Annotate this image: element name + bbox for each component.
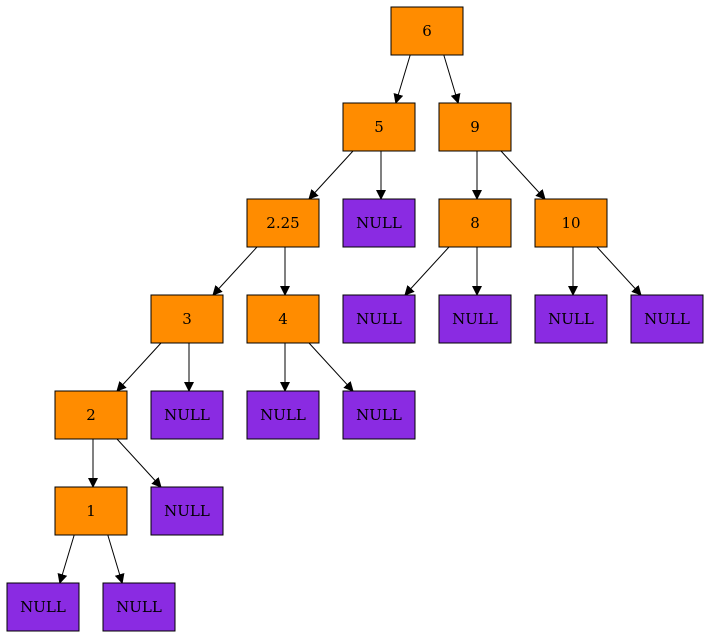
node-box: [342, 390, 416, 440]
node-label: NULL: [164, 502, 210, 520]
node-box: [342, 294, 416, 344]
node-label: 10: [561, 214, 580, 232]
node-label: 5: [374, 118, 384, 136]
node-box: [102, 582, 176, 632]
edge-n10-to-null_10r: [596, 246, 642, 296]
node-label: 1: [86, 502, 96, 520]
node-box: [150, 294, 224, 344]
tree-node-n8: 8: [438, 198, 512, 248]
null-node-null_8l: NULL: [342, 294, 416, 344]
node-box: [390, 6, 464, 56]
node-box: [246, 390, 320, 440]
node-label: 9: [470, 118, 480, 136]
edge-n9-to-n10: [500, 150, 546, 200]
tree-node-n9: 9: [438, 102, 512, 152]
node-box: [6, 582, 80, 632]
node-label: NULL: [356, 406, 402, 424]
node-box: [150, 390, 224, 440]
tree-node-n225: 2.25: [246, 198, 320, 248]
edge-n2-to-null_2r: [116, 438, 162, 488]
tree-node-n2: 2: [54, 390, 128, 440]
node-label: NULL: [644, 310, 690, 328]
node-box: [246, 294, 320, 344]
null-node-null_2r: NULL: [150, 486, 224, 536]
node-box: [438, 294, 512, 344]
node-label: 3: [182, 310, 192, 328]
null-node-null_10r: NULL: [630, 294, 704, 344]
edge-n5-to-n225: [308, 150, 354, 200]
node-label: 2.25: [266, 214, 299, 232]
null-node-null_4l: NULL: [246, 390, 320, 440]
node-box: [438, 198, 512, 248]
node-label: 6: [422, 22, 432, 40]
node-label: 2: [86, 406, 96, 424]
edge-n225-to-n3: [212, 246, 258, 296]
null-node-null_1l: NULL: [6, 582, 80, 632]
node-box: [54, 486, 128, 536]
null-node-null_5r: NULL: [342, 198, 416, 248]
tree-node-n3: 3: [150, 294, 224, 344]
null-node-null_1r: NULL: [102, 582, 176, 632]
node-box: [438, 102, 512, 152]
node-box: [246, 198, 320, 248]
node-label: NULL: [356, 214, 402, 232]
edge-n1-to-null_1l: [57, 534, 75, 584]
node-box: [534, 198, 608, 248]
edge-n6-to-n5: [393, 54, 411, 104]
node-box: [150, 486, 224, 536]
tree-node-n6: 6: [390, 6, 464, 56]
tree-edges: [57, 54, 642, 584]
edge-n3-to-n2: [116, 342, 162, 392]
edge-n8-to-null_8l: [404, 246, 450, 296]
node-label: NULL: [164, 406, 210, 424]
tree-node-n4: 4: [246, 294, 320, 344]
tree-node-n10: 10: [534, 198, 608, 248]
node-label: NULL: [548, 310, 594, 328]
node-label: NULL: [116, 598, 162, 616]
node-box: [54, 390, 128, 440]
node-label: 8: [470, 214, 480, 232]
null-node-null_10l: NULL: [534, 294, 608, 344]
edge-n1-to-null_1r: [107, 534, 125, 584]
null-node-null_4r: NULL: [342, 390, 416, 440]
null-node-null_8r: NULL: [438, 294, 512, 344]
node-label: NULL: [20, 598, 66, 616]
node-box: [342, 102, 416, 152]
tree-node-n5: 5: [342, 102, 416, 152]
node-label: NULL: [356, 310, 402, 328]
node-label: 4: [278, 310, 288, 328]
node-box: [342, 198, 416, 248]
edge-n6-to-n9: [443, 54, 461, 104]
node-label: NULL: [452, 310, 498, 328]
edge-n4-to-null_4r: [308, 342, 354, 392]
node-box: [630, 294, 704, 344]
node-label: NULL: [260, 406, 306, 424]
node-box: [534, 294, 608, 344]
null-node-null_3r: NULL: [150, 390, 224, 440]
tree-node-n1: 1: [54, 486, 128, 536]
